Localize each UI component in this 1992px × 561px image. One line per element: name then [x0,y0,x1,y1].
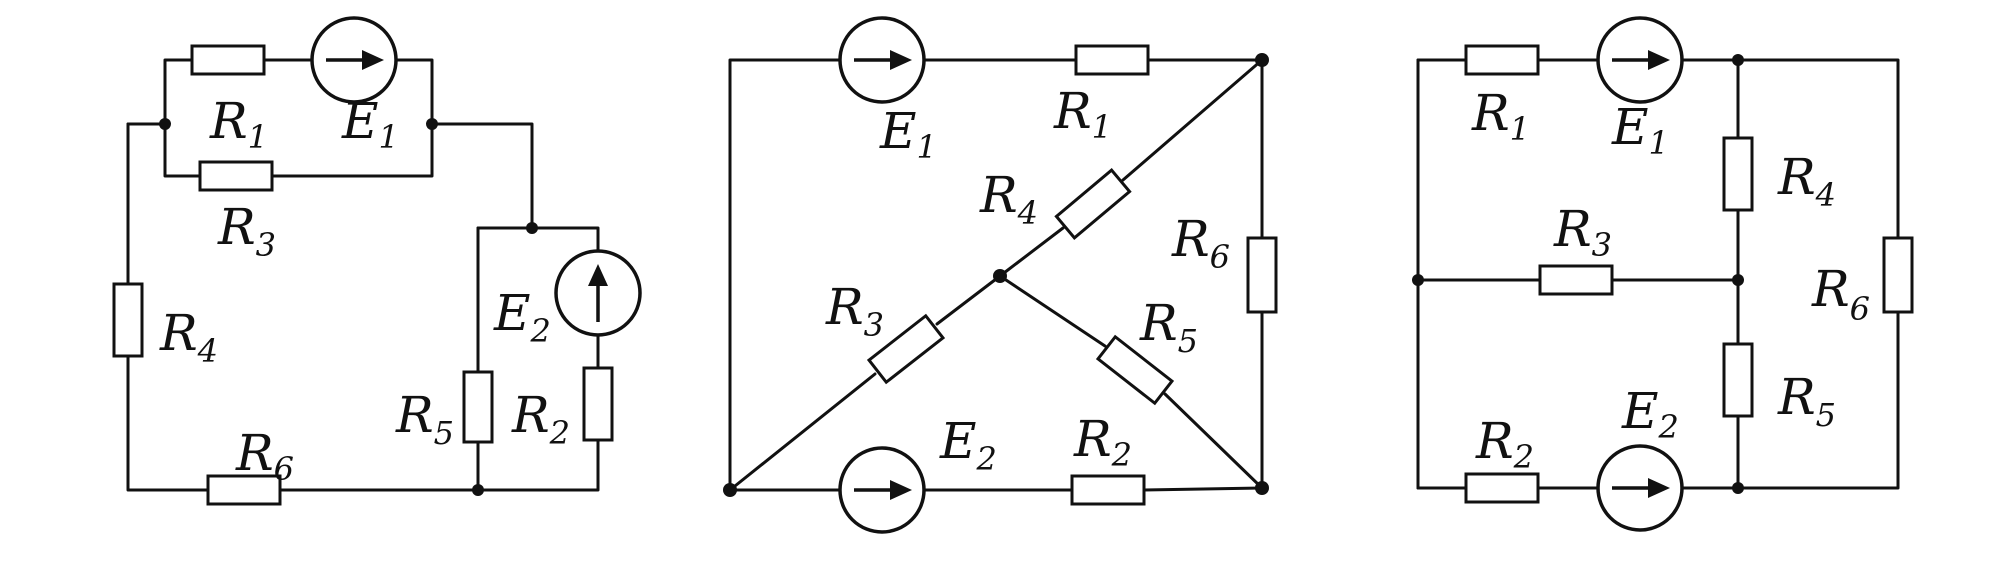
voltage-source-e1 [1596,16,1684,104]
label-r5: R5 [395,386,454,452]
junction-node [526,222,538,234]
label-r6: R6 [235,424,294,488]
resistor-r6 [206,474,282,506]
label-r4: R4 [979,166,1038,232]
label-r2: R2 [1475,412,1534,476]
circuit-3: R1 E1 R4 R3 R6 R5 R2 E2 [1412,16,1914,532]
wire [1736,58,1900,240]
wire [998,226,1065,278]
label-r2: R2 [1073,410,1132,474]
junction-node [1255,53,1269,67]
wire [728,372,877,492]
wire [430,122,534,230]
wire [394,58,434,126]
voltage-source-e1 [310,16,398,104]
junction-node [472,484,484,496]
resistor-r5 [462,370,494,444]
voltage-source-e2 [1596,444,1684,532]
label-r4: R4 [1777,148,1836,214]
label-r3: R3 [1553,200,1612,264]
wire [1163,392,1264,490]
resistor-r3 [1538,264,1614,296]
label-r1: R1 [1053,82,1112,146]
junction-node [426,118,438,130]
wire [728,58,842,492]
resistor-r4 [1722,136,1754,212]
label-e2: E2 [1621,382,1679,446]
voltage-source-e2 [838,446,926,534]
resistor-r1 [1074,44,1150,76]
resistor-r3 [198,160,274,192]
junction-node [1255,481,1269,495]
resistor-r5 [1095,334,1175,406]
label-e1: E1 [341,92,399,156]
wire [163,58,194,126]
circuit-2: E1 R1 R4 R6 R3 R5 E2 R2 [723,16,1278,534]
label-e2: E2 [493,284,551,350]
label-r6: R6 [1171,210,1230,276]
wire [476,226,600,252]
label-r5: R5 [1139,294,1198,360]
label-r4: R4 [159,304,218,370]
wire [1121,58,1264,182]
circuit-1: R1 E1 R3 R4 E2 R5 R2 R6 [112,16,642,506]
voltage-source-e1 [838,16,926,104]
resistor-r3 [866,313,946,385]
label-r1: R1 [209,92,268,156]
label-r6: R6 [1811,260,1870,328]
wire [998,274,1107,348]
resistor-r2 [582,366,614,442]
junction-node [723,483,737,497]
label-e2: E2 [939,412,997,478]
label-r1: R1 [1471,84,1530,148]
wire [1142,486,1264,492]
resistor-r1 [190,44,266,76]
resistor-r4 [1054,168,1132,240]
junction-node [1732,482,1744,494]
label-r2: R2 [511,386,570,452]
wire [478,438,600,492]
junction-node [1412,274,1424,286]
voltage-source-e2 [554,249,642,337]
resistor-r5 [1722,342,1754,418]
resistor-r2 [1464,472,1540,504]
resistor-r1 [1464,44,1540,76]
resistor-r2 [1070,474,1146,506]
wire [935,274,1002,326]
resistor-r6 [1882,236,1914,314]
label-e1: E1 [1611,98,1669,162]
label-r3: R3 [217,198,276,264]
resistor-r4 [112,282,144,358]
resistor-r6 [1246,236,1278,314]
label-r5: R5 [1777,368,1836,434]
junction-node [1732,274,1744,286]
junction-node [159,118,171,130]
junction-node [1732,54,1744,66]
wire [270,122,434,178]
junction-node [993,269,1007,283]
wire [1736,310,1900,490]
wire [126,122,210,492]
wire [163,122,202,178]
label-r3: R3 [825,278,884,344]
label-e1: E1 [879,102,937,166]
